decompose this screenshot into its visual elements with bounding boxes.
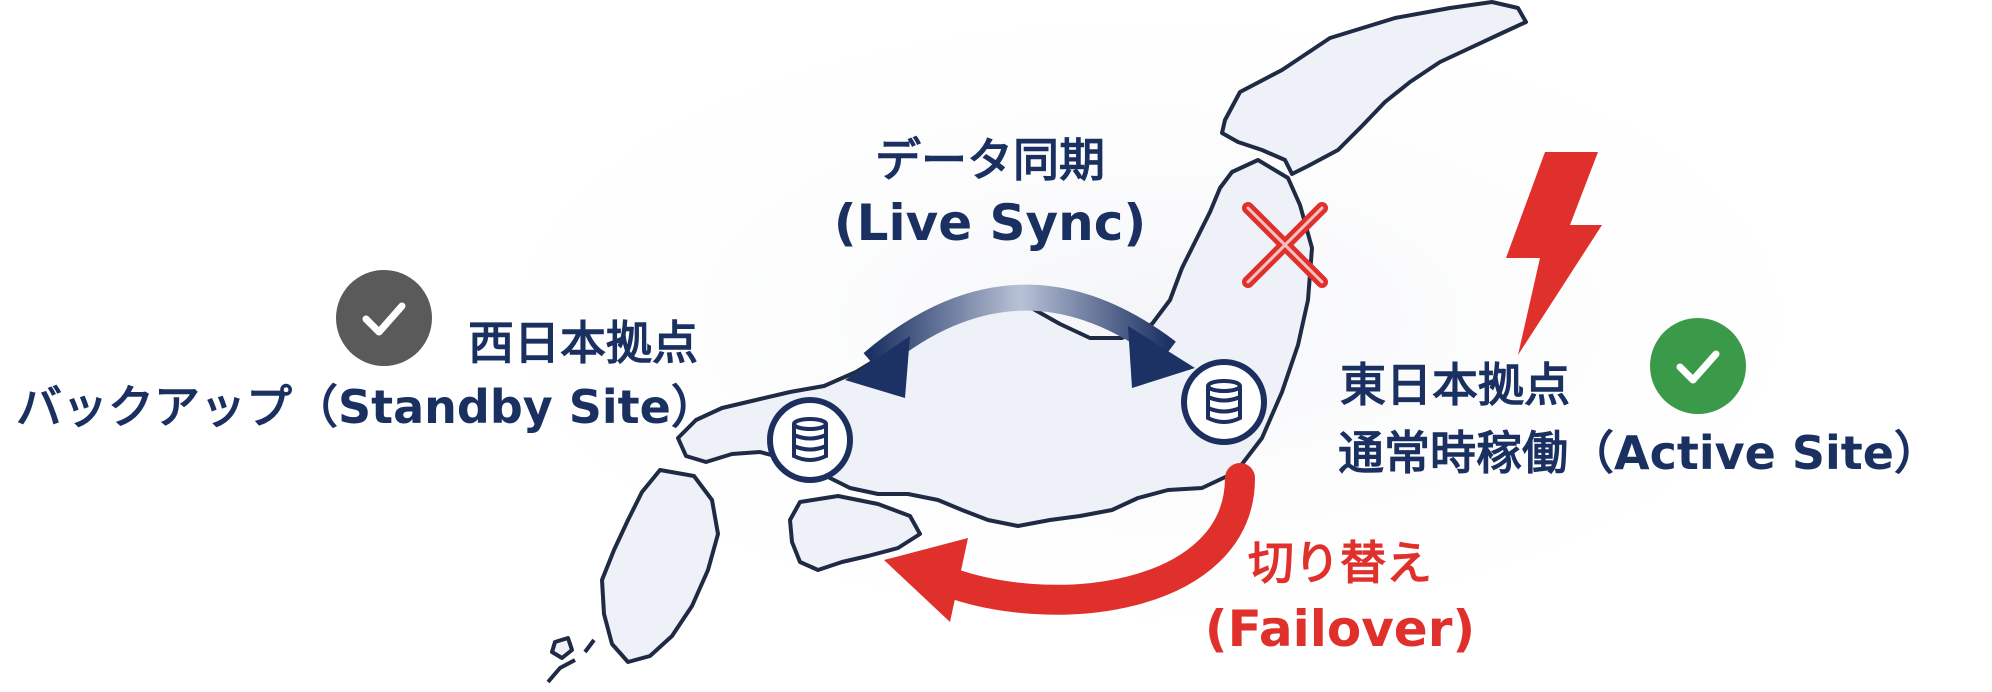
failover-arrowhead: [884, 538, 968, 622]
east-site-name: 東日本拠点: [1340, 358, 1570, 412]
west-status-check-icon: [336, 270, 432, 366]
sync-label-en: (Live Sync): [833, 194, 1147, 252]
database-server-icon: [792, 417, 828, 462]
sync-arrowhead-east: [1128, 326, 1195, 388]
failover-label-en: (Failover): [1204, 600, 1476, 658]
east-site-role: 通常時稼働（Active Site）: [1338, 426, 1940, 480]
kyushu-island: [600, 468, 720, 664]
east-server-marker: [1181, 359, 1267, 445]
sync-arrowhead-west: [845, 336, 910, 398]
island-chain: [546, 638, 596, 684]
southern-islet: [550, 636, 574, 660]
hokkaido-island: [1220, 0, 1528, 176]
database-server-icon: [1206, 379, 1242, 424]
west-site-name: 西日本拠点: [468, 316, 698, 370]
checkmark-icon: [1676, 350, 1720, 384]
east-status-check-icon: [1650, 318, 1746, 414]
shikoku-island: [788, 494, 922, 572]
lightning-bolt-icon: [1506, 152, 1602, 355]
cross-mark-outline: [1246, 206, 1324, 284]
west-server-marker: [767, 397, 853, 483]
live-sync-arrow: [845, 284, 1195, 398]
failover-arrow: [884, 463, 1255, 622]
checkmark-icon: [362, 302, 406, 336]
west-site-role: バックアップ（Standby Site）: [16, 380, 717, 434]
sync-label-ja: データ同期: [875, 133, 1105, 187]
failover-label-ja: 切り替え: [1248, 536, 1432, 590]
